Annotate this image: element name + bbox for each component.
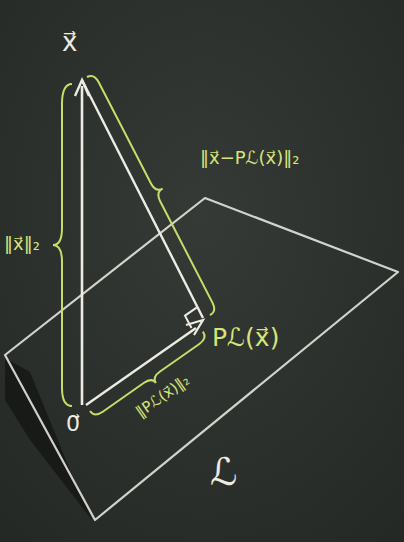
- curly-brace: [90, 332, 212, 424]
- norm-label: ‖x⃗−Pℒ(x⃗)‖₂: [200, 148, 299, 168]
- subspace-label: ℒ: [210, 452, 237, 494]
- curly-brace: [87, 70, 224, 315]
- origin-label: 0⃗: [66, 412, 80, 436]
- vector-x: [81, 86, 84, 405]
- plane-shadow: [5, 358, 92, 520]
- subspace-plane: [5, 198, 398, 520]
- residual-line: [82, 80, 203, 318]
- curly-brace: [53, 84, 72, 406]
- right-angle-mark: [185, 308, 197, 328]
- projection-label: Pℒ(x⃗): [212, 324, 279, 352]
- vector-label: x⃗: [62, 28, 77, 57]
- norm-label: ‖x⃗‖₂: [4, 234, 40, 254]
